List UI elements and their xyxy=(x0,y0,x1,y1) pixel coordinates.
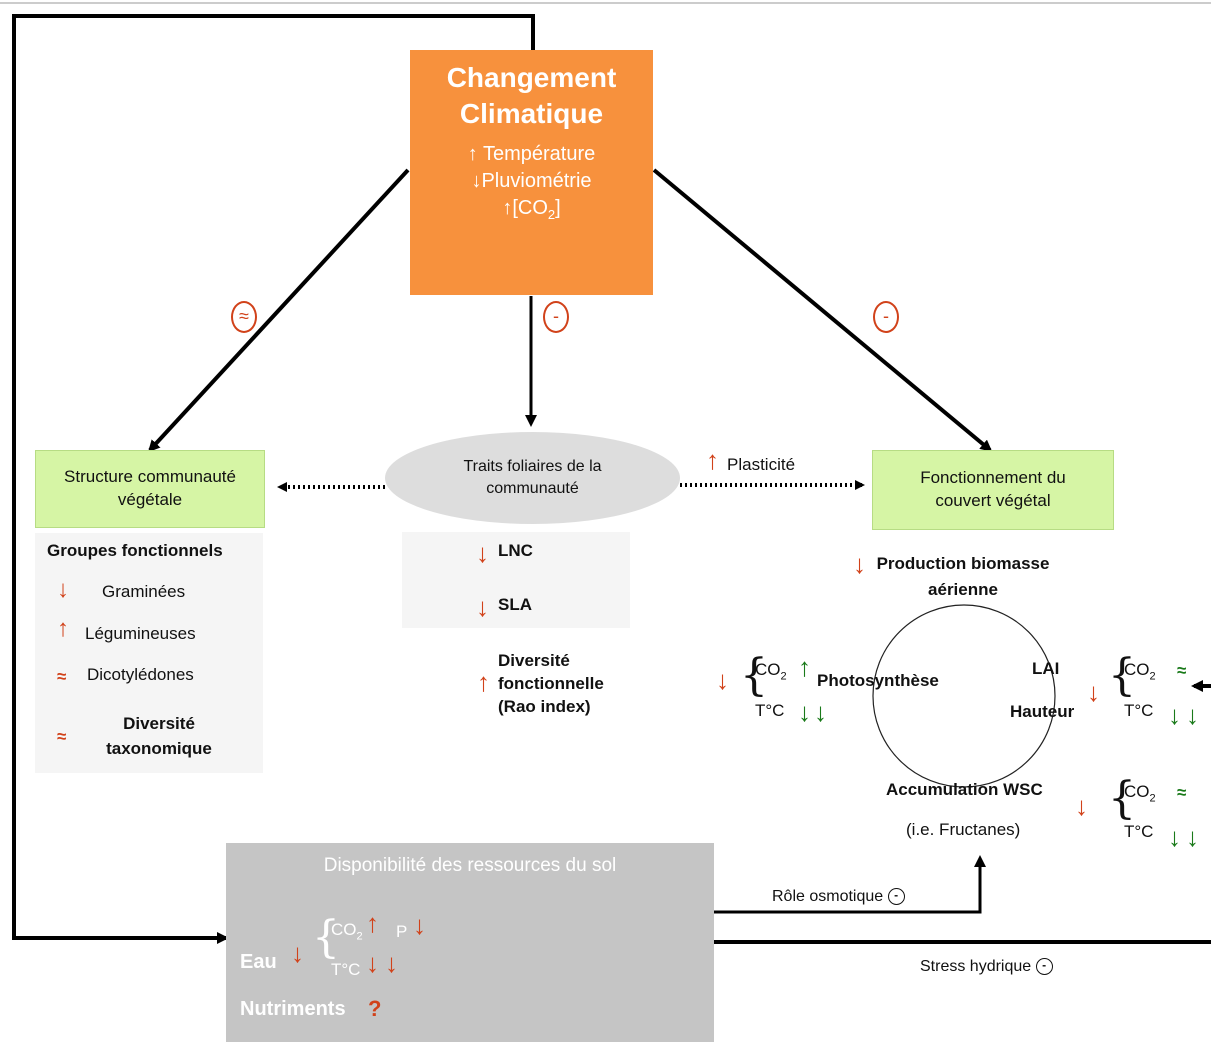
lai-tc-arrow-down-icon: ↓ xyxy=(1168,700,1181,730)
dicotyledones-label: Dicotylédones xyxy=(87,665,194,684)
sol-tc-arrow-down-icon: ↓ xyxy=(366,948,379,978)
photo-tc-label: T°C xyxy=(755,701,785,720)
photo-tc-arrow-down-icon: ↓ xyxy=(814,697,827,727)
role-osmotique-text: Rôle osmotique xyxy=(772,888,884,905)
pluviometrie-row: ↓Pluviométrie xyxy=(410,168,653,195)
pluviometrie-label: Pluviométrie xyxy=(481,169,592,192)
acc-co2-label: CO2 xyxy=(1124,782,1156,805)
co2-subscript: 2 xyxy=(547,206,556,222)
co2-row: ↑[CO2] xyxy=(410,195,653,224)
eau-arrow-down-icon: ↓ xyxy=(291,938,304,968)
lnc-label: LNC xyxy=(498,541,533,560)
nutriments-label: Nutriments xyxy=(240,998,346,1020)
climate-title-line1: Changement xyxy=(446,62,617,93)
lnc-arrow-down-icon: ↓ xyxy=(476,538,489,568)
production-arrow-down-icon: ↓ xyxy=(853,549,866,579)
traits-title: Traits foliaires de la communauté xyxy=(463,457,602,497)
stress-hydrique-minus-icon: - xyxy=(1035,958,1053,976)
structure-panel xyxy=(35,533,263,773)
structure-title: Structure communauté végétale xyxy=(64,467,236,509)
sol-co2-arrow-up-icon: ↑ xyxy=(366,908,379,938)
sla-label: SLA xyxy=(498,595,532,614)
photosynthese-arrow-down-icon: ↓ xyxy=(716,665,729,695)
climate-to-fonctionnement-arrow xyxy=(652,168,993,452)
arrow-up-icon: ↑ xyxy=(502,196,513,219)
climate-title-line2: Climatique xyxy=(459,98,604,130)
lai-arrow-down-icon: ↓ xyxy=(1087,677,1100,707)
sol-p-arrow-down-icon: ↓ xyxy=(413,910,426,940)
effect-right-circle: - xyxy=(873,301,899,333)
diversite-fonc-arrow-up-icon: ↑ xyxy=(477,667,490,697)
climate-to-structure-arrow xyxy=(147,168,410,453)
co2-close: ] xyxy=(555,196,561,219)
photosynthese-label: Photosynthèse xyxy=(817,671,939,690)
lai-co2-label: CO2 xyxy=(1124,660,1156,683)
stress-hydrique-text: Stress hydrique xyxy=(920,958,1032,975)
effect-left-circle: ≈ xyxy=(231,301,257,333)
dicotyledones-approx-icon: ≈ xyxy=(57,667,67,686)
arrow-up-icon: ↑ xyxy=(467,142,478,165)
structure-box: Structure communauté végétale xyxy=(35,450,265,528)
photosynthese-brace-icon: { xyxy=(740,650,768,701)
lai-tc-arrow-down-icon: ↓ xyxy=(1186,700,1199,730)
fructanes-label: (i.e. Fructanes) xyxy=(906,820,1021,839)
role-osmotique-label: Rôle osmotique - xyxy=(772,888,905,906)
sol-box: Disponibilité des ressources du sol xyxy=(226,843,714,1042)
accumulation-arrow-down-icon: ↓ xyxy=(1075,791,1088,821)
photo-co2-arrow-up-icon: ↑ xyxy=(798,652,811,682)
lai-tc-label: T°C xyxy=(1124,701,1154,720)
eau-label: Eau xyxy=(240,951,277,973)
sol-tc-arrow-down-icon: ↓ xyxy=(385,948,398,978)
graminees-arrow-down-icon: ↓ xyxy=(57,576,69,603)
hauteur-label: Hauteur xyxy=(1010,702,1075,721)
cycle-circle xyxy=(872,604,1056,788)
role-osmotique-arrow xyxy=(714,855,986,914)
groups-title: Groupes fonctionnels xyxy=(47,541,223,560)
sol-brace-icon: { xyxy=(312,912,340,963)
plasticite-label: Plasticité xyxy=(727,455,796,474)
role-osmotique-minus-icon: - xyxy=(887,888,905,906)
diversite-taxo-label: Diversité taxonomique xyxy=(106,714,212,758)
sol-title: Disponibilité des ressources du sol xyxy=(323,855,617,876)
accumulation-brace-icon: { xyxy=(1108,773,1136,824)
photo-co2-label: CO2 xyxy=(755,660,787,683)
sol-co2-label: CO2 xyxy=(331,920,363,943)
plasticite-arrow-up-icon: ↑ xyxy=(706,445,719,475)
nutriments-question-icon: ? xyxy=(368,996,382,1021)
acc-tc-arrow-down-icon: ↓ xyxy=(1168,822,1181,852)
legumineuses-arrow-up-icon: ↑ xyxy=(57,615,69,642)
acc-co2-approx-icon: ≈ xyxy=(1177,783,1187,802)
lai-co2-approx-icon: ≈ xyxy=(1177,661,1187,680)
diversite-taxo-approx-icon: ≈ xyxy=(57,727,67,746)
feedback-loop-arrow xyxy=(12,14,535,944)
lai-label: LAI xyxy=(1032,659,1060,678)
climate-change-box: Changement Climatique ↑ Température ↓Plu… xyxy=(410,50,653,295)
stress-hydrique-label: Stress hydrique - xyxy=(920,958,1053,976)
co2-label: [CO xyxy=(512,196,548,219)
sol-tc-label: T°C xyxy=(331,960,361,979)
arrow-down-icon: ↓ xyxy=(471,169,482,192)
acc-tc-arrow-down-icon: ↓ xyxy=(1186,822,1199,852)
diversite-fonc-label: Diversité fonctionnelle (Rao index) xyxy=(498,651,604,716)
temperature-label: Température xyxy=(482,142,596,165)
fonctionnement-title: Fonctionnement du couvert végétal xyxy=(920,468,1066,510)
lai-brace-icon: { xyxy=(1108,650,1136,701)
sol-p-label: P xyxy=(396,922,408,941)
temperature-row: ↑ Température xyxy=(410,141,653,168)
photo-tc-arrow-down-icon: ↓ xyxy=(798,697,811,727)
traits-panel xyxy=(402,532,630,628)
sla-arrow-down-icon: ↓ xyxy=(476,592,489,622)
production-label: Production biomasse aérienne xyxy=(876,554,1050,599)
acc-tc-label: T°C xyxy=(1124,822,1154,841)
traits-ellipse: Traits foliaires de la communauté xyxy=(385,432,680,524)
graminees-label: Graminées xyxy=(102,582,186,601)
accumulation-label: Accumulation WSC xyxy=(886,780,1043,799)
effect-center-circle: - xyxy=(543,301,569,333)
legumineuses-label: Légumineuses xyxy=(85,624,196,643)
fonctionnement-box: Fonctionnement du couvert végétal xyxy=(872,450,1114,530)
